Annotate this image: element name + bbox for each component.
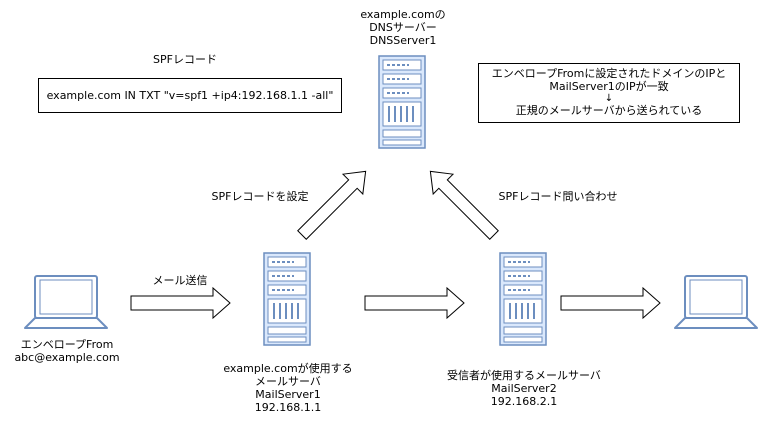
sender-laptop-label-line1: エンベロープFrom	[20, 338, 114, 351]
mail-server2-label-line1: 受信者が使用するメールサーバ	[447, 369, 601, 382]
query-spf-label: SPFレコード問い合わせ	[498, 190, 618, 203]
deliver-mail-arrow	[560, 286, 661, 320]
mail-server2-label: 受信者が使用するメールサーバ MailServer2 192.168.2.1	[434, 369, 614, 408]
sender-laptop-label-line2: abc@example.com	[14, 351, 120, 364]
verification-note-box: エンベロープFromに設定されたドメインのIPと MailServer1のIPが…	[478, 63, 740, 123]
mail-server1-label-line1: example.comが使用する	[223, 362, 353, 375]
mail-server2-label-line3: 192.168.2.1	[490, 395, 558, 408]
mail-server1-label-line2: メールサーバ	[255, 375, 321, 388]
dns-server-label-line3: DNSServer1	[369, 34, 437, 47]
verification-note-line1: エンベロープFromに設定されたドメインのIPと	[491, 67, 727, 80]
sender-laptop-icon	[24, 275, 108, 329]
send-mail-arrow	[130, 286, 231, 320]
set-spf-arrow-group	[297, 170, 367, 240]
send-mail-label: メール送信	[152, 274, 208, 287]
recipient-laptop-icon	[674, 275, 758, 329]
spf-record-value: example.com IN TXT "v=spf1 +ip4:192.168.…	[46, 89, 334, 102]
mail-server1-label-line4: 192.168.1.1	[254, 401, 322, 414]
query-spf-arrow-group	[429, 170, 499, 240]
spf-record-heading: SPFレコード	[153, 53, 217, 66]
dns-server-label-line2: DNSサーバー	[369, 21, 437, 34]
sender-laptop-label: エンベロープFrom abc@example.com	[2, 338, 132, 364]
forward-mail-arrow	[364, 286, 465, 320]
verification-note-line2: MailServer1のIPが一致	[549, 80, 669, 93]
spf-record-box: example.com IN TXT "v=spf1 +ip4:192.168.…	[38, 78, 342, 113]
verification-note-line3: 正規のメールサーバから送られている	[515, 104, 703, 117]
mail-server2-icon	[499, 252, 547, 346]
dns-server-icon	[378, 55, 426, 149]
mail-server1-label: example.comが使用する メールサーバ MailServer1 192.…	[220, 362, 356, 414]
verification-note-arrow: ↓	[604, 93, 614, 104]
mail-server2-label-line2: MailServer2	[491, 382, 557, 395]
dns-server-label: example.comの DNSサーバー DNSServer1	[330, 8, 476, 47]
dns-server-label-line1: example.comの	[360, 8, 446, 21]
set-spf-label: SPFレコードを設定	[211, 190, 309, 203]
mail-server1-label-line3: MailServer1	[255, 388, 321, 401]
mail-server1-icon	[263, 252, 311, 346]
